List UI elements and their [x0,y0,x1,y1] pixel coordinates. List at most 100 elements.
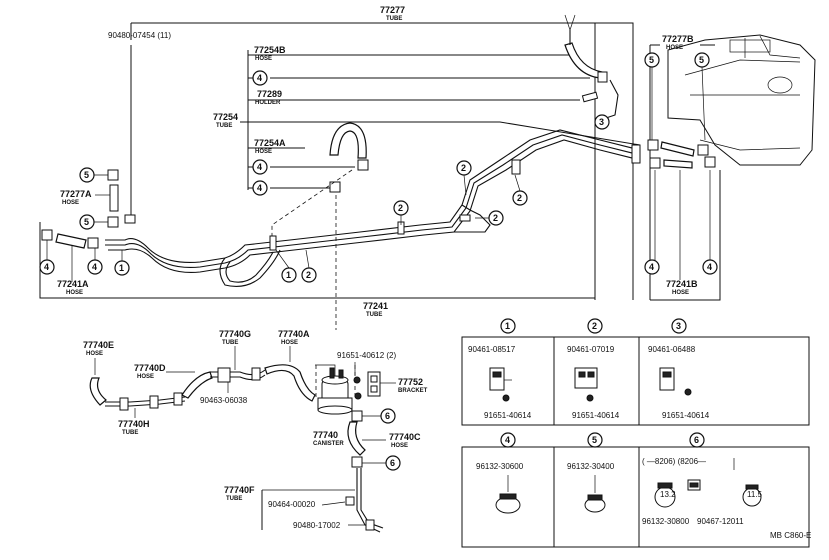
detail-panel-2: 2 90461-07019 91651-40614 [567,318,620,420]
hose-77277A-icon [109,184,119,212]
label-77740: 77740 [313,430,338,440]
tube-77740H-icon [105,396,186,407]
label-90480-17002: 90480-17002 [293,521,341,530]
callout-2d: 2 [393,200,409,216]
callout-4c: 4 [252,180,268,196]
label-77740A: 77740A [278,329,310,339]
panel-callout-5: 5 [587,432,603,448]
hose-77277B-icon [660,141,695,157]
canister-icon [315,364,353,415]
clamp-icon [697,144,709,156]
panel3-part-b: 91651-40614 [662,411,710,420]
detail-panel-3: 3 90461-06488 91651-40614 [648,318,710,420]
svg-text:4: 4 [92,262,97,272]
hose-77254A-icon [329,122,367,159]
panel4-part-a: 96132-30600 [476,462,524,471]
callout-1b: 1 [114,260,130,276]
label-77254B: 77254B [254,45,286,55]
clamp-icon [597,71,608,83]
main-tube-bundle [105,129,641,287]
hose-77740C-icon [347,421,366,456]
svg-text:1: 1 [286,270,291,280]
svg-text:5: 5 [84,217,89,227]
top-tube-frame: 77277 TUBE [130,5,634,300]
svg-text:1: 1 [119,263,124,273]
hose-77254B-icon [564,42,603,79]
bolt-icon [502,394,510,402]
detail-panel-4: 4 96132-30600 [476,432,524,514]
label-90480-07454: 90480-07454 (11) [108,31,171,40]
label-77254A: 77254A [254,138,286,148]
panel6-part-b: 90467-12011 [697,517,744,526]
callout-4d: 4 [39,259,55,275]
panel-callout-2: 2 [587,318,603,334]
callout-2b: 2 [512,190,528,206]
dash-leader [271,169,353,240]
hose-77740A-icon [264,364,316,402]
detail-panel-5: 5 96132-30400 [567,432,615,513]
label-77289: 77289 [257,89,282,99]
clip-icon [574,367,598,389]
label-77740G-sub: TUBE [222,340,238,346]
clamp-icon [647,139,659,151]
clamp-icon [495,475,521,514]
svg-text:3: 3 [599,117,604,127]
label-77752-sub: BRACKET [398,388,428,394]
panel-callout-4: 4 [500,432,516,448]
label-77289-sub: HOLDER [255,100,281,106]
clip-icon [489,367,512,391]
detail-panel-grid [461,336,810,548]
clamp-icon [357,159,369,171]
label-77740F: 77740F [224,485,255,495]
panel1-part-a: 90461-08517 [468,345,516,354]
svg-text:6: 6 [390,458,395,468]
callout-5b: 5 [79,214,95,230]
bolt-icon [353,376,362,400]
panel2-part-a: 90461-07019 [567,345,615,354]
label-77241-sub: TUBE [366,312,382,318]
callout-4a: 4 [252,70,268,86]
panel2-part-b: 91651-40614 [572,411,620,420]
hose-end-icon [124,214,136,224]
hose-77740D-icon [181,371,213,399]
label-77752: 77752 [398,377,423,387]
label-77277: 77277 [380,5,405,15]
clip-icon [365,519,375,531]
label-77277A: 77277A [60,189,92,199]
label-77241B-sub: HOSE [672,290,689,296]
clamp-icon [107,216,119,228]
label-77241: 77241 [363,301,388,311]
diagram-code: MB C860-E [770,531,811,540]
panel6-range: ( —8206) (8206— [642,457,706,466]
svg-text:4: 4 [257,73,262,83]
label-77740-sub: CANISTER [313,441,344,447]
label-77254: 77254 [213,112,238,122]
label-77277B: 77277B [662,34,694,44]
label-77740E: 77740E [83,340,114,350]
label-77241A-sub: HOSE [66,290,83,296]
callout-5a: 5 [79,167,95,183]
svg-text:13.2: 13.2 [660,490,676,499]
hose-77241B-icon [663,159,693,169]
svg-text:4: 4 [257,162,262,172]
svg-text:2: 2 [592,321,597,331]
label-77740H-sub: TUBE [122,430,138,436]
detail-panel-1: 1 90461-08517 91651-40614 [468,318,532,420]
clamp-icon [351,456,363,468]
svg-text:2: 2 [517,193,522,203]
svg-text:4: 4 [44,262,49,272]
panel-callout-1: 1 [500,318,516,334]
label-77740G: 77740G [219,329,251,339]
hose-77740E-icon [89,377,107,406]
callout-1a: 1 [281,267,297,283]
clip-icon [345,496,355,506]
label-90463-06038: 90463-06038 [200,396,248,405]
clamp-icon: 13.2 [654,482,676,508]
svg-text:2: 2 [493,213,498,223]
bolt-icon [586,394,594,402]
label-77254B-sub: HOSE [255,56,272,62]
panel5-part-a: 96132-30400 [567,462,615,471]
svg-text:11.5: 11.5 [747,490,763,499]
svg-text:4: 4 [257,183,262,193]
panel6-part-a: 96132-30800 [642,517,690,526]
